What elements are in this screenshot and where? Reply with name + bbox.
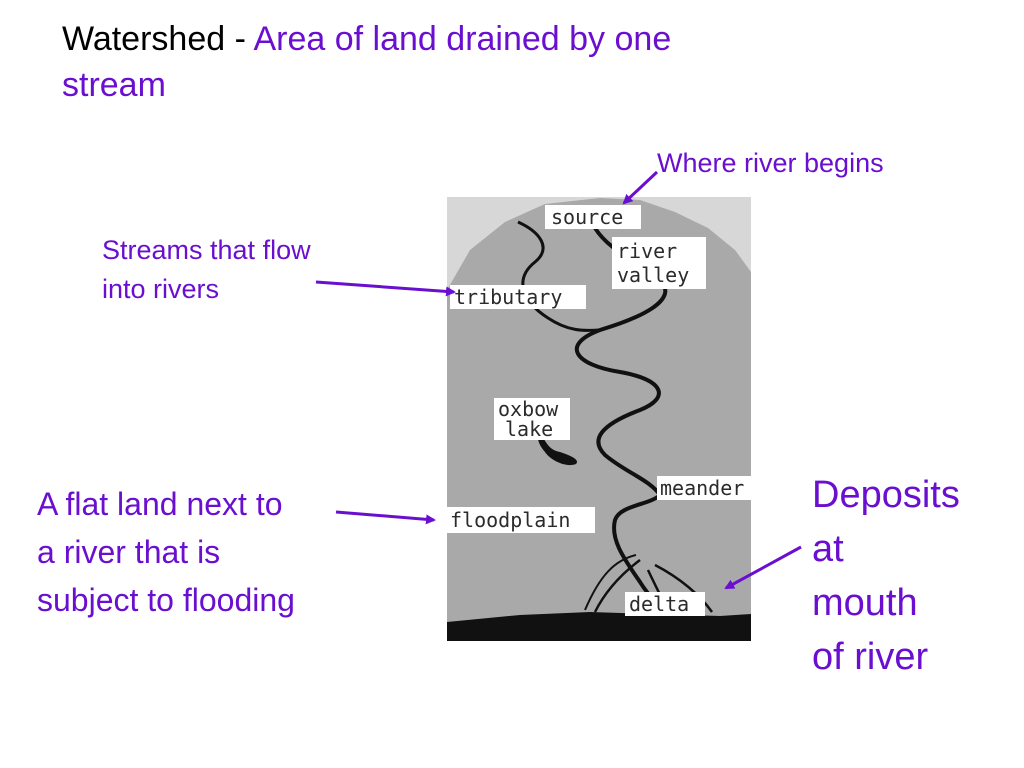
floodplain-annotation-line2: a river that is xyxy=(37,534,221,570)
oxbow-lake-shape xyxy=(537,432,578,466)
source-annotation-text: Where river begins xyxy=(657,148,884,178)
floodplain-annotation-line1: A flat land next to xyxy=(37,486,283,522)
source-label: source xyxy=(551,205,623,229)
title-definition: Area of land drained by one stream xyxy=(62,20,672,104)
tributary-label-box xyxy=(450,285,586,309)
watershed-map: source river valley tributary oxbow lake… xyxy=(447,197,763,641)
river-valley-label-line1: river xyxy=(617,239,677,263)
title-term: Watershed - xyxy=(62,20,254,58)
floodplain-label: floodplain xyxy=(450,508,570,532)
delta-annotation-line1: Deposits xyxy=(812,474,960,516)
page-title: Watershed - Area of land drained by one … xyxy=(62,16,702,108)
river-valley-label-line2: valley xyxy=(617,263,689,287)
tributary-annotation-line1: Streams that flow xyxy=(102,235,311,265)
tributary-annotation-line2: into rivers xyxy=(102,274,220,304)
source-label-box xyxy=(545,205,641,229)
meander-label: meander xyxy=(660,476,744,500)
tributary-annotation: Streams that flow into rivers xyxy=(102,231,392,309)
delta-label: delta xyxy=(629,592,689,616)
delta-channel-1 xyxy=(593,559,641,613)
source-arrow xyxy=(622,170,659,205)
river-valley-label-box xyxy=(612,237,706,289)
sea-area xyxy=(447,612,751,641)
delta-annotation-line4: of river xyxy=(812,636,929,678)
delta-label-box xyxy=(625,592,705,616)
tributary-arrow xyxy=(315,280,456,297)
oxbow-label-line1: oxbow xyxy=(498,397,559,421)
oxbow-label-box xyxy=(494,398,570,440)
tributary-label: tributary xyxy=(454,285,562,309)
meander-label-box xyxy=(657,476,763,500)
delta-channel-4 xyxy=(584,554,637,611)
main-river xyxy=(574,226,670,614)
delta-annotation-line3: mouth xyxy=(812,582,918,624)
oxbow-label-line2: lake xyxy=(505,417,553,441)
delta-arrow xyxy=(724,545,802,590)
floodplain-label-box xyxy=(447,507,595,533)
floodplain-arrow xyxy=(335,510,436,525)
floodplain-annotation: A flat land next to a river that is subj… xyxy=(37,480,367,624)
delta-annotation-line2: at xyxy=(812,528,844,570)
source-annotation: Where river begins xyxy=(657,146,884,180)
floodplain-annotation-line3: subject to flooding xyxy=(37,582,295,618)
delta-annotation: Deposits at mouth of river xyxy=(812,468,1012,684)
delta-channel-3 xyxy=(654,563,714,613)
